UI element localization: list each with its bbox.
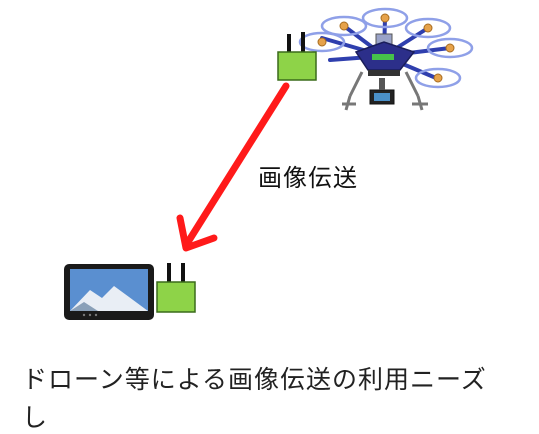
caption-text: ドローン等による画像伝送の利用ニーズ [22, 365, 487, 394]
arrow-icon [176, 82, 290, 252]
gimbal-camera [369, 78, 395, 105]
caption-text-continued: し [22, 403, 48, 432]
landing-skids [342, 71, 428, 111]
monitor-icon [64, 264, 154, 320]
drone-body [354, 33, 416, 76]
receiver-icon [156, 263, 196, 313]
diagram-canvas [64, 7, 474, 320]
rotor-hubs [317, 13, 455, 83]
transfer-label: 画像伝送 [258, 164, 358, 192]
transmitter-icon [277, 32, 317, 81]
drone-icon [298, 7, 474, 111]
rotor-rings [298, 7, 474, 89]
